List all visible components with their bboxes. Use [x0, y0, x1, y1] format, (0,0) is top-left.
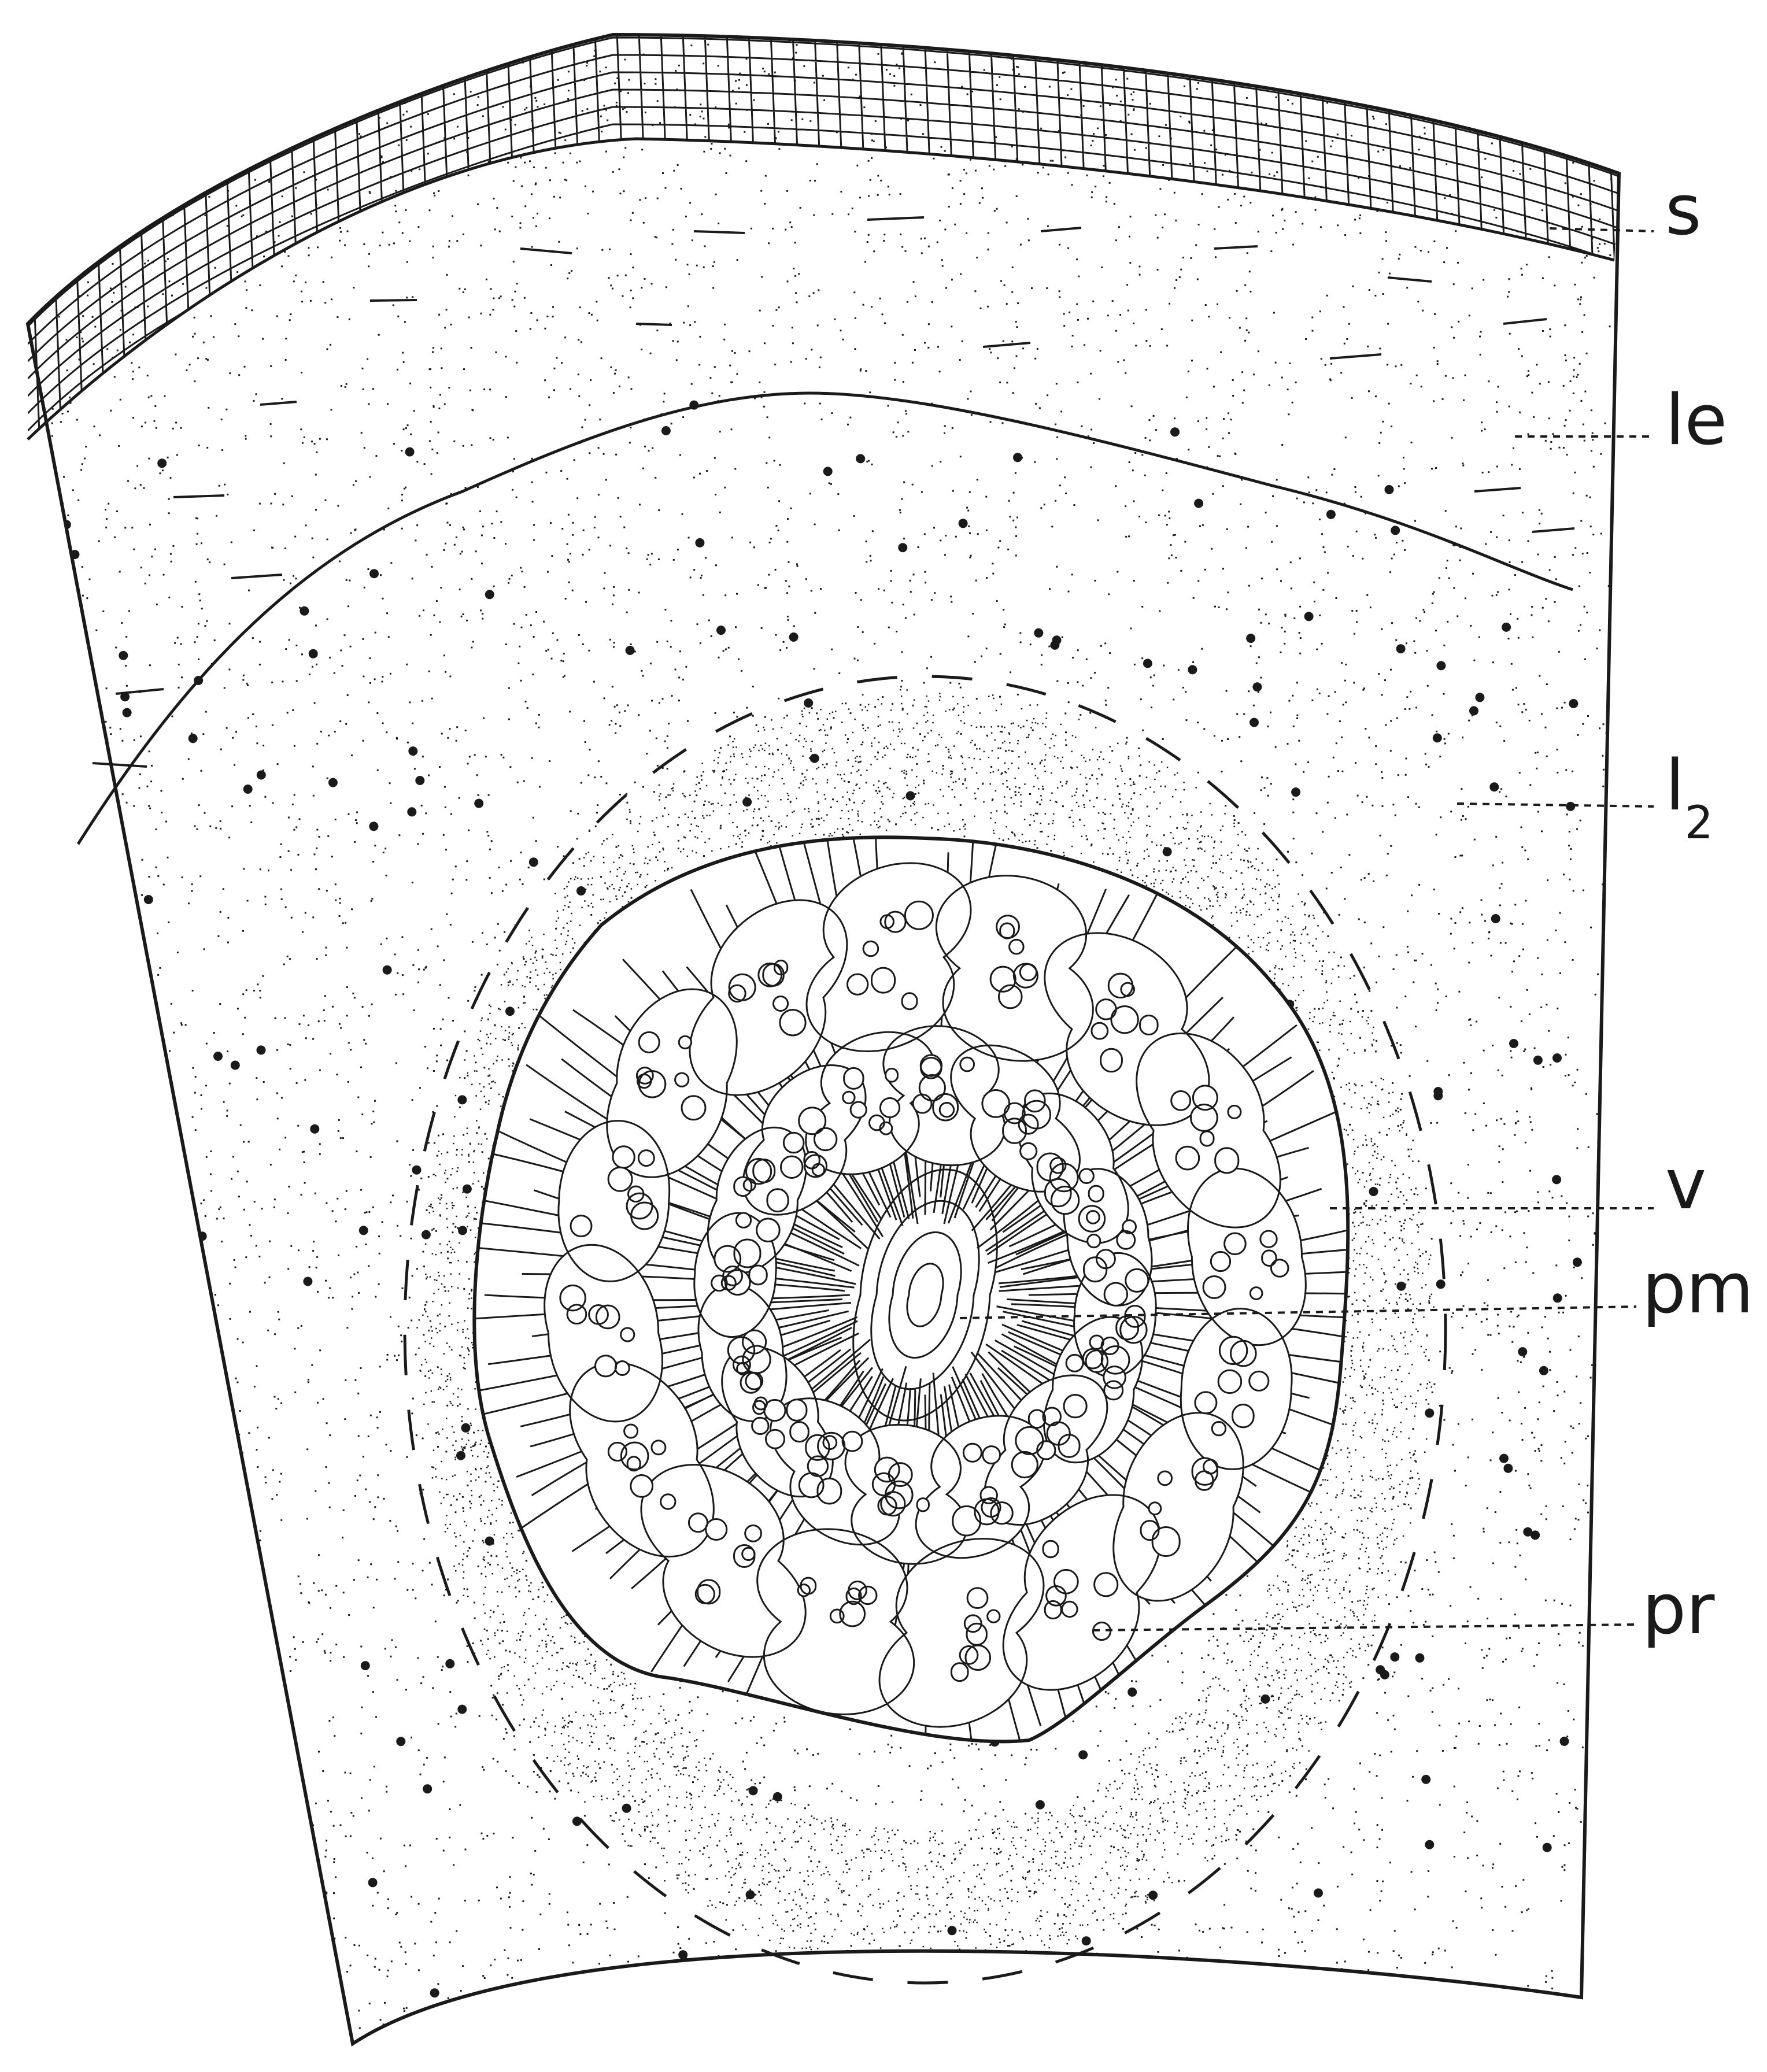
- label-pr: pr: [1642, 1570, 1715, 1650]
- label-pm: pm: [1642, 1249, 1754, 1329]
- label-s: s: [1665, 171, 1702, 251]
- label-l2-subscript: 2: [1684, 797, 1713, 849]
- label-le: le: [1665, 380, 1727, 461]
- label-v: v: [1665, 1145, 1706, 1225]
- label-l2-main: l: [1665, 746, 1684, 826]
